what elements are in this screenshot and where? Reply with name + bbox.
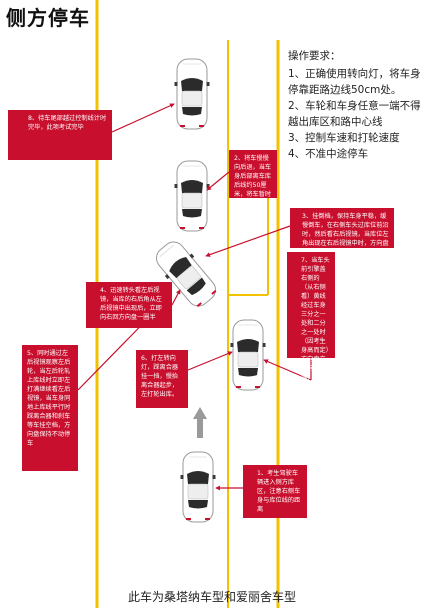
page-title: 侧方停车 [6, 6, 90, 30]
requirement-item: 2、车轮和车身任意一端不得越出库区和路中心线 [288, 100, 421, 128]
car-position-6 [230, 319, 266, 391]
step-2-note: 2、将车慢慢向后退，当车身后部离车库后线约50厘米，将车暂时停住 [229, 150, 277, 207]
requirement-item: 1、正确使用转向灯，将车身停靠距路边线50cm处。 [288, 68, 421, 96]
requirements-heading: 操作要求： [288, 50, 341, 62]
step-3-note: 3、挂倒档，保持车身平稳，缓慢倒车，在右侧车头过库位前沿时，然后看右后视镜，当库… [290, 208, 394, 256]
note-connectors [77, 103, 312, 491]
step-8-note: 8、待车尾部越过控制线计时完毕，此项考试完毕 [8, 110, 112, 160]
direction-arrow-icon [193, 407, 207, 438]
requirement-item: 4、不准中途停车 [288, 148, 369, 160]
requirements-panel: 操作要求： 1、正确使用转向灯，将车身停靠距路边线50cm处。 2、车轮和车身任… [288, 48, 422, 162]
step-1-note: 1、考生驾驶车辆进入侧方库区，注意右侧车身与库位线的距离 [243, 465, 307, 518]
requirement-item: 3、控制车速和打轮速度 [288, 132, 400, 144]
car-position-2 [174, 160, 210, 232]
car-position-1 [180, 451, 216, 523]
footer-caption: 此车为桑塔纳车型和爱丽舍车型 [127, 590, 296, 604]
step-6-note: 6、打左转向灯，踩离合器挂一挡，慢抬离合器起步，左打轮出库。 [136, 350, 188, 408]
step-4-note: 4、迅速转头看左后视镜，当库的右后角从左后视镜中出现后，立即向右回方向盘一圈半 [86, 282, 172, 328]
step-5-note: 5、同时通过左后视镜观察左后轮，当左后轮轧上库线时立即左打满继续看左后视镜，当车… [22, 345, 78, 471]
step-7-note: 7、当车头前引擎盖右侧的（从右侧看）黄线经过车身三分之一处和二分之一处时（因考生… [287, 252, 335, 399]
car-position-8 [174, 58, 210, 130]
